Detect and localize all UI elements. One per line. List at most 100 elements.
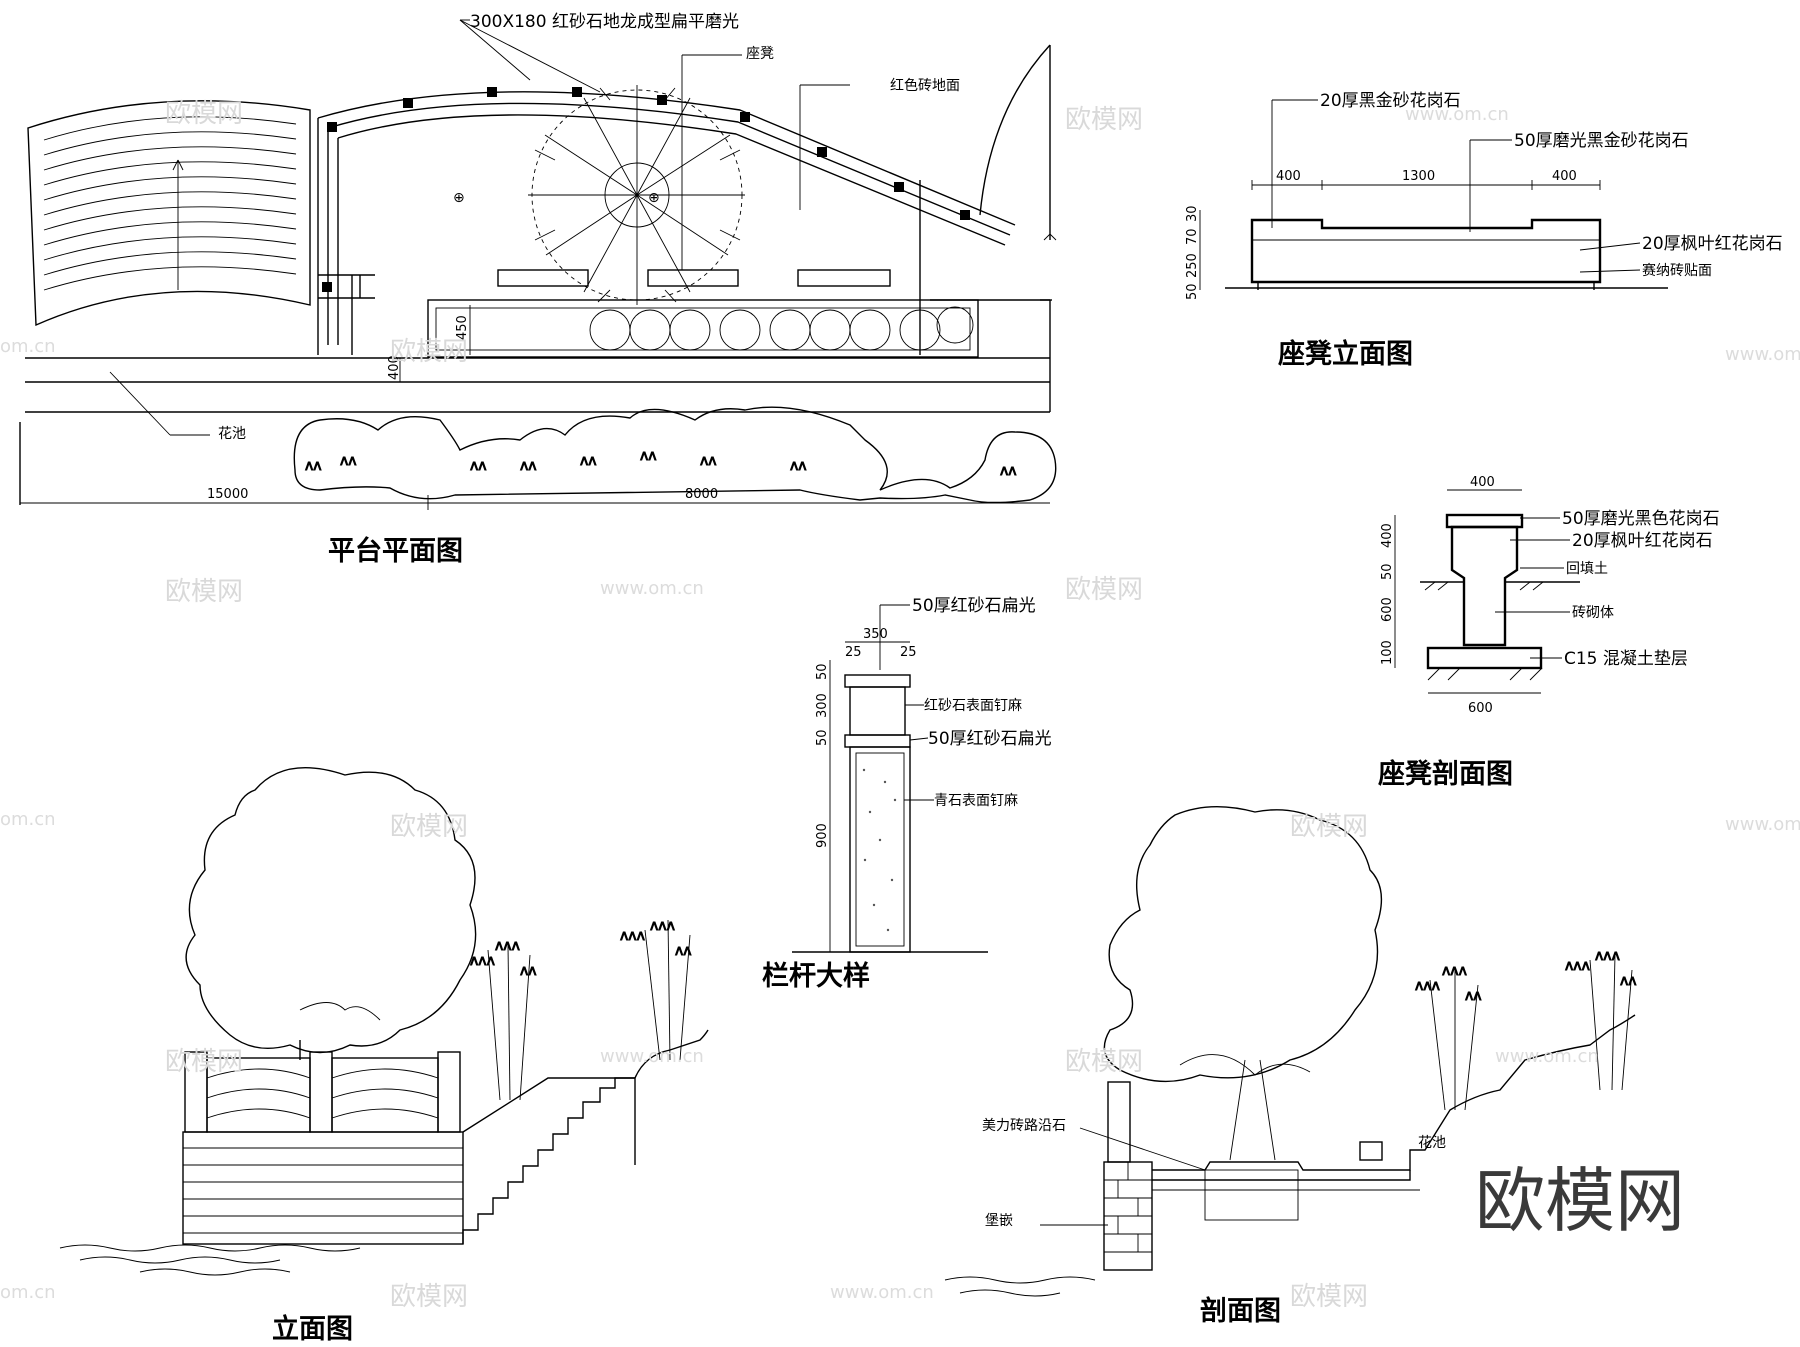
bench-elev-dim-1300: 1300 [1402,169,1435,184]
title-bench-section: 座凳剖面图 [1378,758,1513,790]
plan-ground-label: 红色砖地面 [890,77,960,94]
bench-sec-note-2: 20厚枫叶红花岗石 [1572,531,1713,551]
bench-sec-dim-100: 100 [1380,640,1395,665]
watermark-url: www.om.cn [600,1046,704,1067]
plan-edge-details [979,44,1057,241]
railing-dim-50-b: 50 [815,729,830,746]
svg-text:ᴧᴧ: ᴧᴧ [580,453,597,469]
svg-text:⊕: ⊕ [648,190,660,206]
section-paving [1152,1014,1636,1221]
watermark-url: om.cn [0,1282,56,1303]
svg-text:ᴧᴧᴧ: ᴧᴧᴧ [495,938,520,954]
watermark-brand: 欧模网 [165,1047,243,1077]
bench-sec-note-4: 砖砌体 [1572,605,1614,621]
bench-sec-dim-400: 400 [1380,523,1395,548]
section-water [944,1276,1096,1297]
plan-lawn-block [27,100,311,327]
bench-elev-dim-70: 70 [1185,228,1200,245]
watermark-url: www.om.cn [1725,814,1800,835]
watermark-url: www.om.cn [830,1282,934,1303]
watermark-brand: 欧模网 [1290,812,1368,842]
bench-elevation: 400 1300 400 30 70 250 50 20厚黑金砂花岗石 50厚磨… [1185,91,1783,370]
plan-benches [497,269,891,287]
plan-dim-400: 400 [387,355,402,380]
svg-text:ᴧᴧ: ᴧᴧ [520,458,537,474]
bench-sec-dim-50: 50 [1380,563,1395,580]
bench-elev-dim-400-right: 400 [1552,169,1577,184]
section-wall [1103,1081,1153,1271]
title-platform-plan: 平台平面图 [328,535,463,567]
bench-elev-dim-250: 250 [1185,253,1200,278]
watermark-url: www.om.cn [1405,104,1509,125]
watermark-url: www.om.cn [600,578,704,599]
title-railing-detail: 栏杆大样 [762,960,870,992]
bench-sec-note-3: 回填土 [1566,561,1608,577]
bench-elev-mid-note: 50厚磨光黑金砂花岗石 [1514,131,1689,151]
bench-elev-dim-30: 30 [1185,205,1200,222]
title-elevation: 立面图 [272,1313,353,1345]
railing-dim-25-right: 25 [900,645,917,660]
watermark-brand: 欧模网 [390,1282,468,1312]
watermark-brand: 欧模网 [390,812,468,842]
watermark-layer: 欧模网 欧模网 www.om.cn 欧模网 om.cn www.om.cn 欧模… [0,99,1800,1312]
bench-sec-dim-top: 400 [1470,475,1495,490]
plan-central-tree: ⊕ ⊕ [453,85,745,305]
watermark-brand: 欧模网 [165,577,243,607]
brand-logo-watermark: 欧模网 [1475,1160,1685,1242]
svg-text:ᴧᴧ: ᴧᴧ [340,453,357,469]
bench-elev-right-note-1: 20厚枫叶红花岗石 [1642,234,1783,254]
watermark-url: www.om.cn [1725,344,1800,365]
svg-text:ᴧᴧ: ᴧᴧ [1465,988,1482,1004]
svg-text:ᴧᴧ: ᴧᴧ [700,453,717,469]
svg-text:ᴧᴧ: ᴧᴧ [675,943,692,959]
svg-text:ᴧᴧᴧ: ᴧᴧᴧ [470,953,495,969]
svg-text:ᴧᴧ: ᴧᴧ [640,448,657,464]
plan-bench-label: 座凳 [746,46,774,62]
plan-shrub-strip [427,299,979,358]
svg-text:ᴧᴧ: ᴧᴧ [305,458,322,474]
railing-dim-50-a: 50 [815,663,830,680]
watermark-brand: 欧模网 [165,99,243,129]
watermark-url: www.om.cn [1495,1046,1599,1067]
bench-sec-dim-600: 600 [1380,597,1395,622]
plan-dim-right: 8000 [685,487,718,502]
railing-dim-top: 350 [863,627,888,642]
section-curb-note: 美力砖路沿石 [982,1118,1066,1134]
plan-dim-450: 450 [455,315,470,340]
svg-text:ᴧᴧ: ᴧᴧ [790,458,807,474]
plan-curved-paving-band [317,87,1016,355]
svg-text:ᴧᴧ: ᴧᴧ [520,963,537,979]
railing-dim-25-left: 25 [845,645,862,660]
plan-flowerbed-label: 花池 [218,426,246,442]
svg-text:ᴧᴧᴧ: ᴧᴧᴧ [1595,948,1620,964]
elevation-deck-stairs [182,1029,709,1245]
bench-sec-dim-bottom: 600 [1468,701,1493,716]
railing-detail: 350 25 25 50 300 50 900 50厚红砂石扁光 红砂石表面钉麻… [762,596,1052,992]
svg-text:ᴧᴧ: ᴧᴧ [1000,463,1017,479]
plan-annotations: 300X180 红砂石地龙成型扁平磨光 座凳 红色砖地面 花池 450 400 … [20,12,1050,510]
svg-text:⊕: ⊕ [453,190,465,206]
section-pool-note: 花池 [1418,1135,1446,1151]
railing-note-2: 红砂石表面钉麻 [924,698,1022,714]
bench-section: 400 600 400 50 600 100 50厚磨光黑色花岗石 20厚枫叶红… [1378,475,1720,790]
railing-note-4: 青石表面钉麻 [934,793,1018,809]
plan-paving-note: 300X180 红砂石地龙成型扁平磨光 [470,12,739,32]
railing-note-3: 50厚红砂石扁光 [928,729,1052,749]
railing-dim-300: 300 [815,693,830,718]
svg-text:ᴧᴧᴧ: ᴧᴧᴧ [620,928,645,944]
svg-text:ᴧᴧᴧ: ᴧᴧᴧ [1415,978,1440,994]
svg-text:ᴧᴧᴧ: ᴧᴧᴧ [650,918,675,934]
railing-dim-900: 900 [815,823,830,848]
bench-elev-right-note-2: 赛纳砖贴面 [1642,263,1712,279]
svg-text:ᴧᴧᴧ: ᴧᴧᴧ [1565,958,1590,974]
title-bench-elevation: 座凳立面图 [1278,338,1413,370]
watermark-brand: 欧模网 [390,337,468,367]
plan-dim-total: 15000 [207,487,248,502]
section-wall-note: 堡嵌 [985,1213,1013,1229]
svg-text:ᴧᴧᴧ: ᴧᴧᴧ [1442,963,1467,979]
watermark-brand: 欧模网 [1290,1282,1368,1312]
